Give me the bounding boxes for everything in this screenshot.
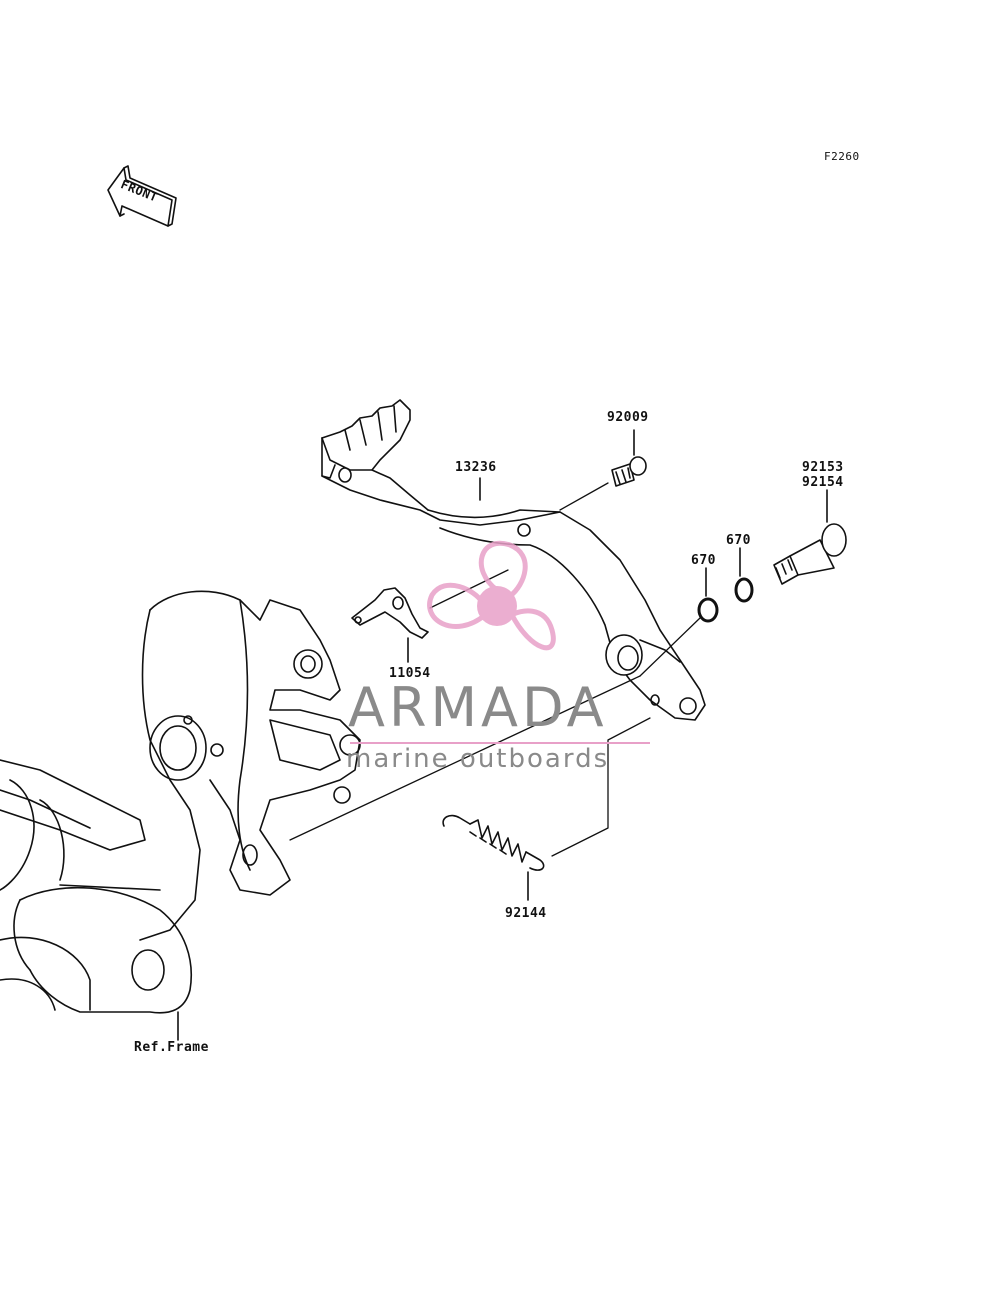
part-label-92153: 92153	[802, 460, 844, 475]
part-label-13236: 13236	[455, 460, 497, 475]
front-arrow-icon	[107, 165, 177, 227]
bracket-11054-drawing	[351, 587, 429, 639]
ref-frame-label: Ref.Frame	[134, 1040, 209, 1055]
o-ring-670-b	[734, 577, 754, 603]
part-label-92154: 92154	[802, 475, 844, 490]
watermark-brand: ARMADA	[348, 676, 608, 739]
pivot-bolt-drawing	[773, 523, 847, 585]
bolt-92009-drawing	[611, 456, 647, 487]
propeller-icon	[427, 540, 556, 651]
frame-drawing	[0, 590, 361, 1041]
watermark-tagline: marine outboards	[346, 744, 610, 774]
part-label-92009: 92009	[607, 410, 649, 425]
watermark-underline	[350, 742, 650, 744]
figure-code: F2260	[824, 150, 860, 163]
part-label-670-b: 670	[726, 533, 751, 548]
part-label-11054: 11054	[389, 666, 431, 681]
spring-92144-drawing	[442, 814, 545, 871]
brake-pedal-drawing	[321, 399, 706, 721]
part-label-670-a: 670	[691, 553, 716, 568]
part-label-92144: 92144	[505, 906, 547, 921]
o-ring-670-a	[697, 597, 719, 623]
